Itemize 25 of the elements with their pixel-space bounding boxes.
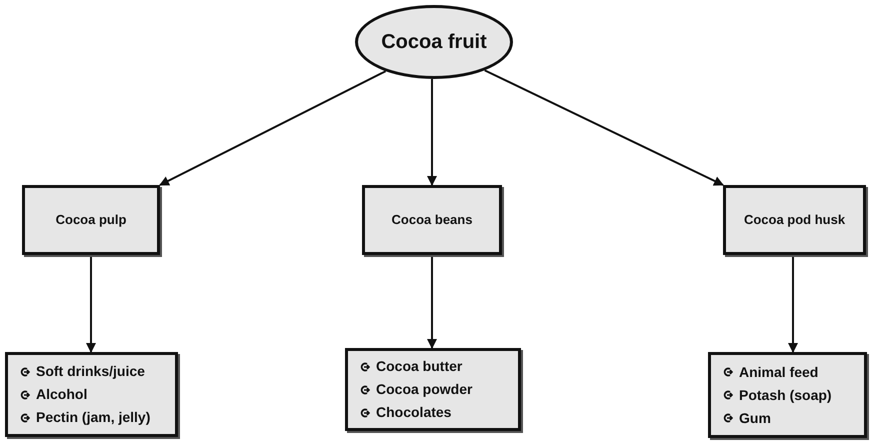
product-list-box bbox=[5, 352, 178, 437]
category-box bbox=[362, 185, 502, 255]
list-item: Alcohol bbox=[36, 385, 88, 404]
arrow bbox=[159, 70, 386, 186]
arrow bbox=[427, 255, 437, 349]
list-item: Animal feed bbox=[739, 362, 818, 382]
list-item: Potash (soap) bbox=[739, 386, 832, 405]
node-label: Cocoa pulp bbox=[56, 211, 126, 230]
arrow bbox=[788, 255, 798, 353]
list-item: Gum bbox=[739, 408, 771, 428]
category-box bbox=[22, 185, 160, 255]
list-item: Cocoa butter bbox=[376, 357, 462, 376]
list-item: Pectin (jam, jelly) bbox=[36, 408, 150, 427]
list-item: Chocolates bbox=[376, 403, 452, 422]
node-label: Cocoa beans bbox=[392, 211, 472, 230]
list-item: Soft drinks/juice bbox=[36, 362, 145, 381]
node-label: Cocoa pod husk bbox=[744, 211, 846, 230]
list-item: Cocoa powder bbox=[376, 380, 472, 399]
arrow bbox=[86, 255, 96, 353]
product-list-box bbox=[345, 348, 521, 431]
category-box bbox=[723, 185, 866, 255]
arrow bbox=[484, 69, 724, 186]
node-title: Cocoa fruit bbox=[381, 30, 487, 55]
product-list-box bbox=[708, 352, 867, 438]
arrow bbox=[427, 79, 437, 186]
